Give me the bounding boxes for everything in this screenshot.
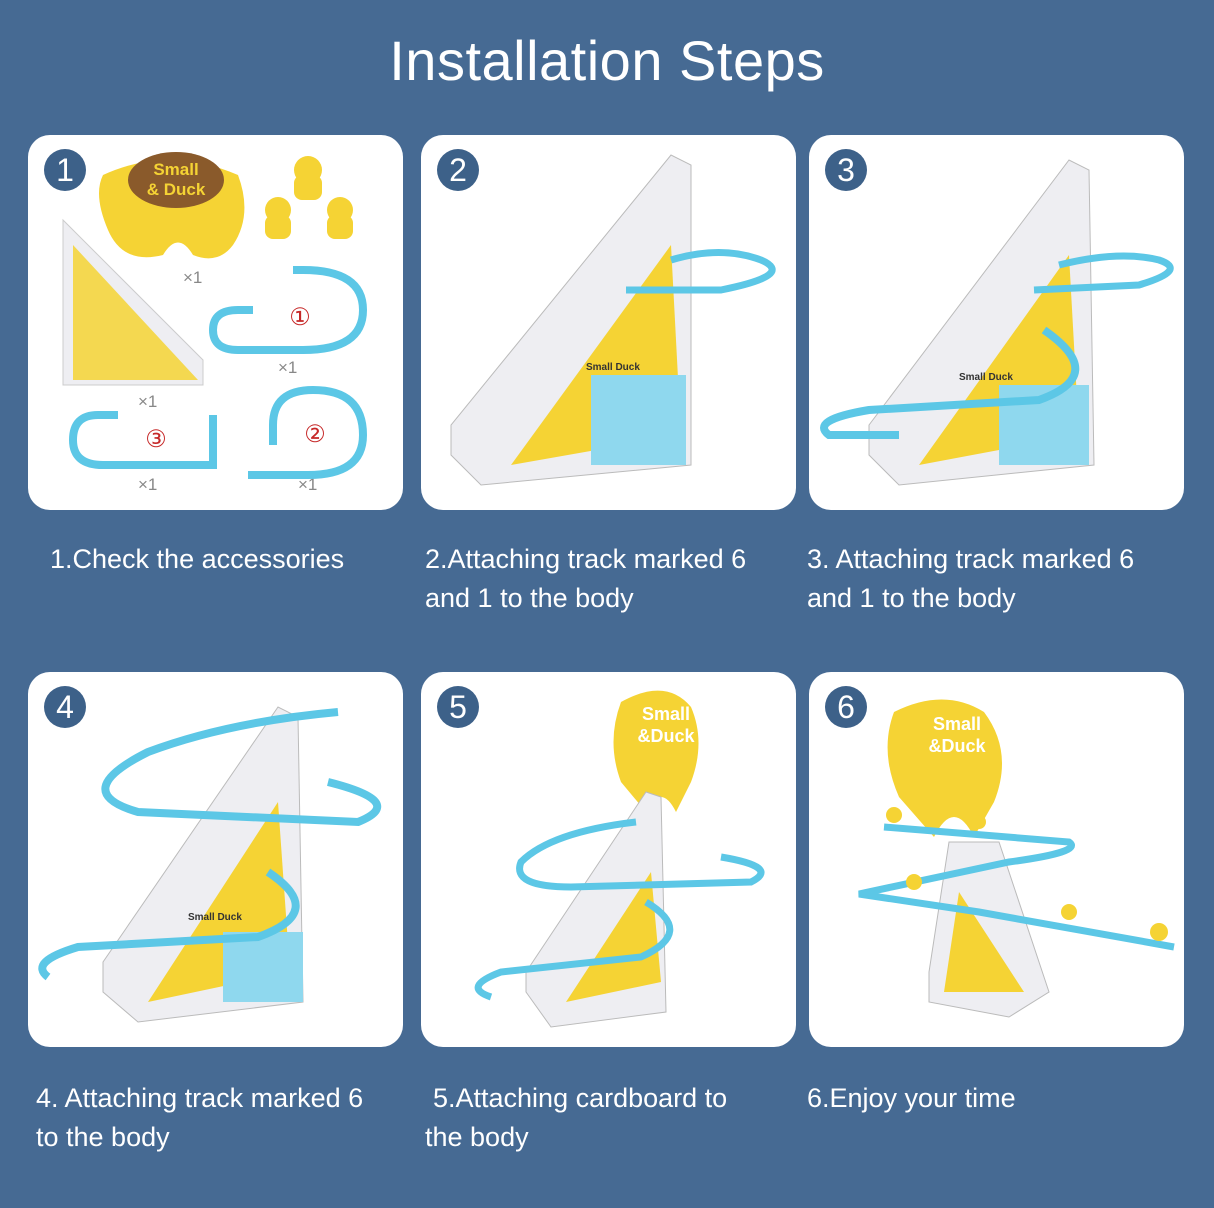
svg-text:Small Duck: Small Duck (586, 362, 640, 373)
svg-text:×1: ×1 (138, 392, 157, 411)
step-5-illustration: Small &Duck (474, 690, 765, 1028)
caption-line: 4. Attaching track marked 6 (36, 1083, 364, 1113)
caption-line: and 1 to the body (425, 583, 634, 613)
step-2-card: 2 Small Duck (421, 135, 796, 510)
caption-line: to the body (36, 1122, 170, 1152)
step-4-illustration: Small Duck (38, 706, 382, 1023)
svg-text:Small Duck: Small Duck (188, 912, 242, 923)
step-number-badge: 2 (437, 149, 479, 191)
part-1-label: ① (289, 304, 311, 331)
step-number-badge: 1 (44, 149, 86, 191)
caption-line: 5.Attaching cardboard to (433, 1083, 728, 1113)
step-6-card: 6 Small &Duck (809, 672, 1184, 1047)
qty-label: ×1 (183, 268, 202, 287)
accessories-illustration: Small & Duck ×1 ×1 ×1 ×1 ×1 ① ② ③ (62, 152, 368, 494)
step-number-badge: 6 (825, 686, 867, 728)
step-number-badge: 5 (437, 686, 479, 728)
sign-text: Small (642, 704, 690, 724)
svg-text:×1: ×1 (278, 358, 297, 377)
svg-text:& Duck: & Duck (147, 180, 206, 199)
svg-text:Small Duck: Small Duck (959, 372, 1013, 383)
sign-text: Small (153, 160, 198, 179)
svg-text:×1: ×1 (298, 475, 317, 494)
caption-line: 6.Enjoy your time (807, 1083, 1016, 1113)
caption-line: the body (425, 1122, 529, 1152)
caption-line: 2.Attaching track marked 6 (425, 544, 747, 574)
svg-text:&Duck: &Duck (637, 726, 695, 746)
step-3-card: 3 Small Duck (809, 135, 1184, 510)
step-5-card: 5 Small &Duck (421, 672, 796, 1047)
part-3-label: ③ (145, 426, 167, 453)
step-1-card: 1 Small & Duck ×1 ×1 ×1 ×1 ×1 ① ② ③ (28, 135, 403, 510)
step-1-caption: 1.Check the accessories (50, 540, 420, 579)
step-2-caption: 2.Attaching track marked 6 and 1 to the b… (425, 540, 795, 618)
caption-line: 3. Attaching track marked 6 (807, 544, 1135, 574)
svg-text:&Duck: &Duck (928, 736, 986, 756)
step-6-illustration: Small &Duck (858, 699, 1175, 1018)
step-4-caption: 4. Attaching track marked 6 to the body (36, 1079, 406, 1157)
step-3-caption: 3. Attaching track marked 6 and 1 to the … (807, 540, 1177, 618)
caption-line: 1.Check the accessories (50, 544, 345, 574)
step-6-caption: 6.Enjoy your time (807, 1079, 1177, 1118)
step-number-badge: 3 (825, 149, 867, 191)
step-4-card: 4 Small Duck (28, 672, 403, 1047)
svg-text:×1: ×1 (138, 475, 157, 494)
sign-text: Small (933, 714, 981, 734)
step-5-caption: 5.Attaching cardboard to the body (425, 1079, 795, 1157)
caption-line: and 1 to the body (807, 583, 1016, 613)
page-title: Installation Steps (389, 29, 825, 92)
part-2-label: ② (304, 421, 326, 448)
step-3-illustration: Small Duck (820, 159, 1174, 486)
step-number-badge: 4 (44, 686, 86, 728)
step-2-illustration: Small Duck (450, 154, 776, 486)
